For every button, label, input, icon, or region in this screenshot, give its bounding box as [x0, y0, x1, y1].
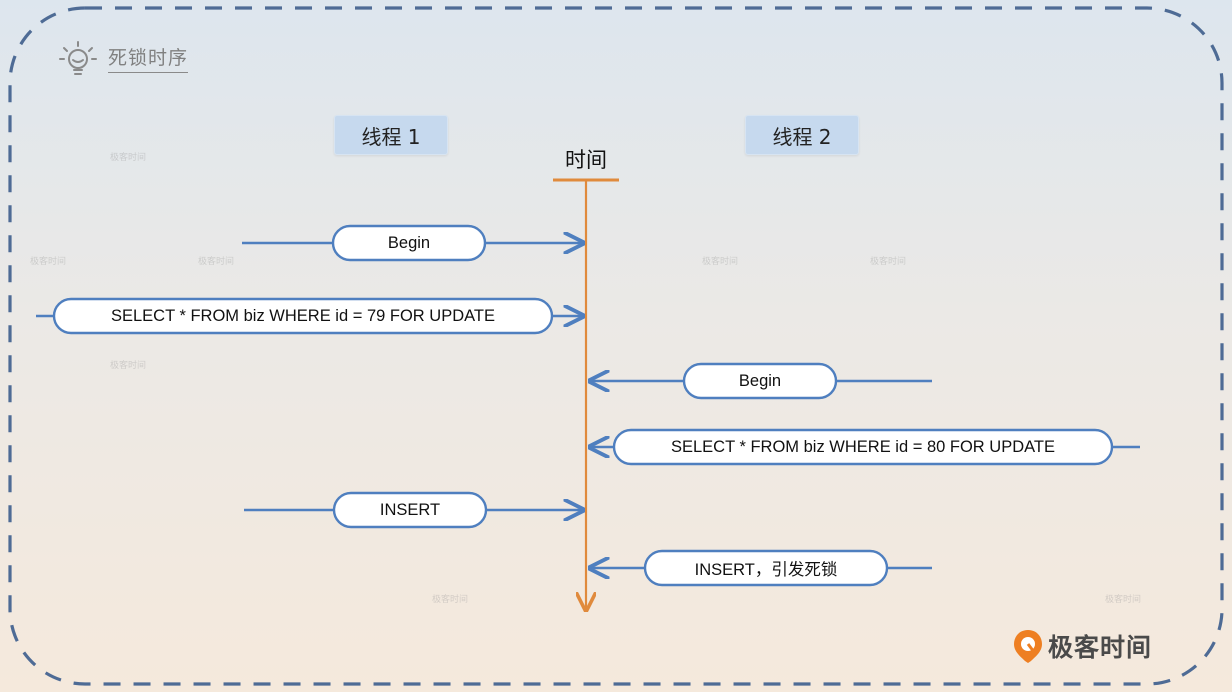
- step-4-thread-2: [590, 428, 1140, 466]
- watermark: 极客时间: [30, 257, 67, 267]
- logo-text: 极客时间: [1048, 633, 1153, 662]
- watermark: 极客时间: [110, 153, 147, 163]
- step-label: SELECT * FROM biz WHERE id = 80 FOR UPDA…: [670, 437, 1055, 456]
- step-6-thread-2: [590, 549, 932, 587]
- watermark: 极客时间: [1105, 595, 1142, 605]
- step-label: INSERT: [379, 500, 441, 519]
- watermark: 极客时间: [110, 361, 147, 371]
- lightbulb-icon: [59, 41, 97, 75]
- watermark: 极客时间: [198, 257, 235, 267]
- watermark: 极客时间: [870, 257, 907, 267]
- page-title: 死锁时序: [108, 43, 189, 73]
- timeline-label: 时间: [565, 148, 607, 172]
- step-5-thread-1: [244, 491, 583, 529]
- step-pill: [52, 297, 554, 335]
- geektime-logo-icon: [1014, 630, 1042, 663]
- step-2-thread-1: [36, 297, 583, 335]
- geektime-logo: 极客时间: [1012, 628, 1152, 664]
- page-header: 死锁时序: [58, 40, 189, 76]
- step-label: Begin: [387, 233, 431, 252]
- step-pill: [612, 428, 1114, 466]
- step-pill: [332, 491, 488, 529]
- thread-1-label: 线程 1: [334, 115, 448, 155]
- step-pill: [331, 224, 487, 262]
- step-label: SELECT * FROM biz WHERE id = 79 FOR UPDA…: [110, 306, 495, 325]
- timeline-axis: [553, 178, 619, 610]
- watermark: 极客时间: [432, 595, 469, 605]
- step-label: INSERT，引发死锁: [694, 561, 838, 579]
- step-1-thread-1: [242, 224, 583, 262]
- step-label: Begin: [738, 371, 782, 390]
- step-pill: [643, 549, 889, 587]
- step-pill: [682, 362, 838, 400]
- thread-2-label: 线程 2: [745, 115, 859, 155]
- step-3-thread-2: [590, 362, 932, 400]
- watermark: 极客时间: [702, 257, 739, 267]
